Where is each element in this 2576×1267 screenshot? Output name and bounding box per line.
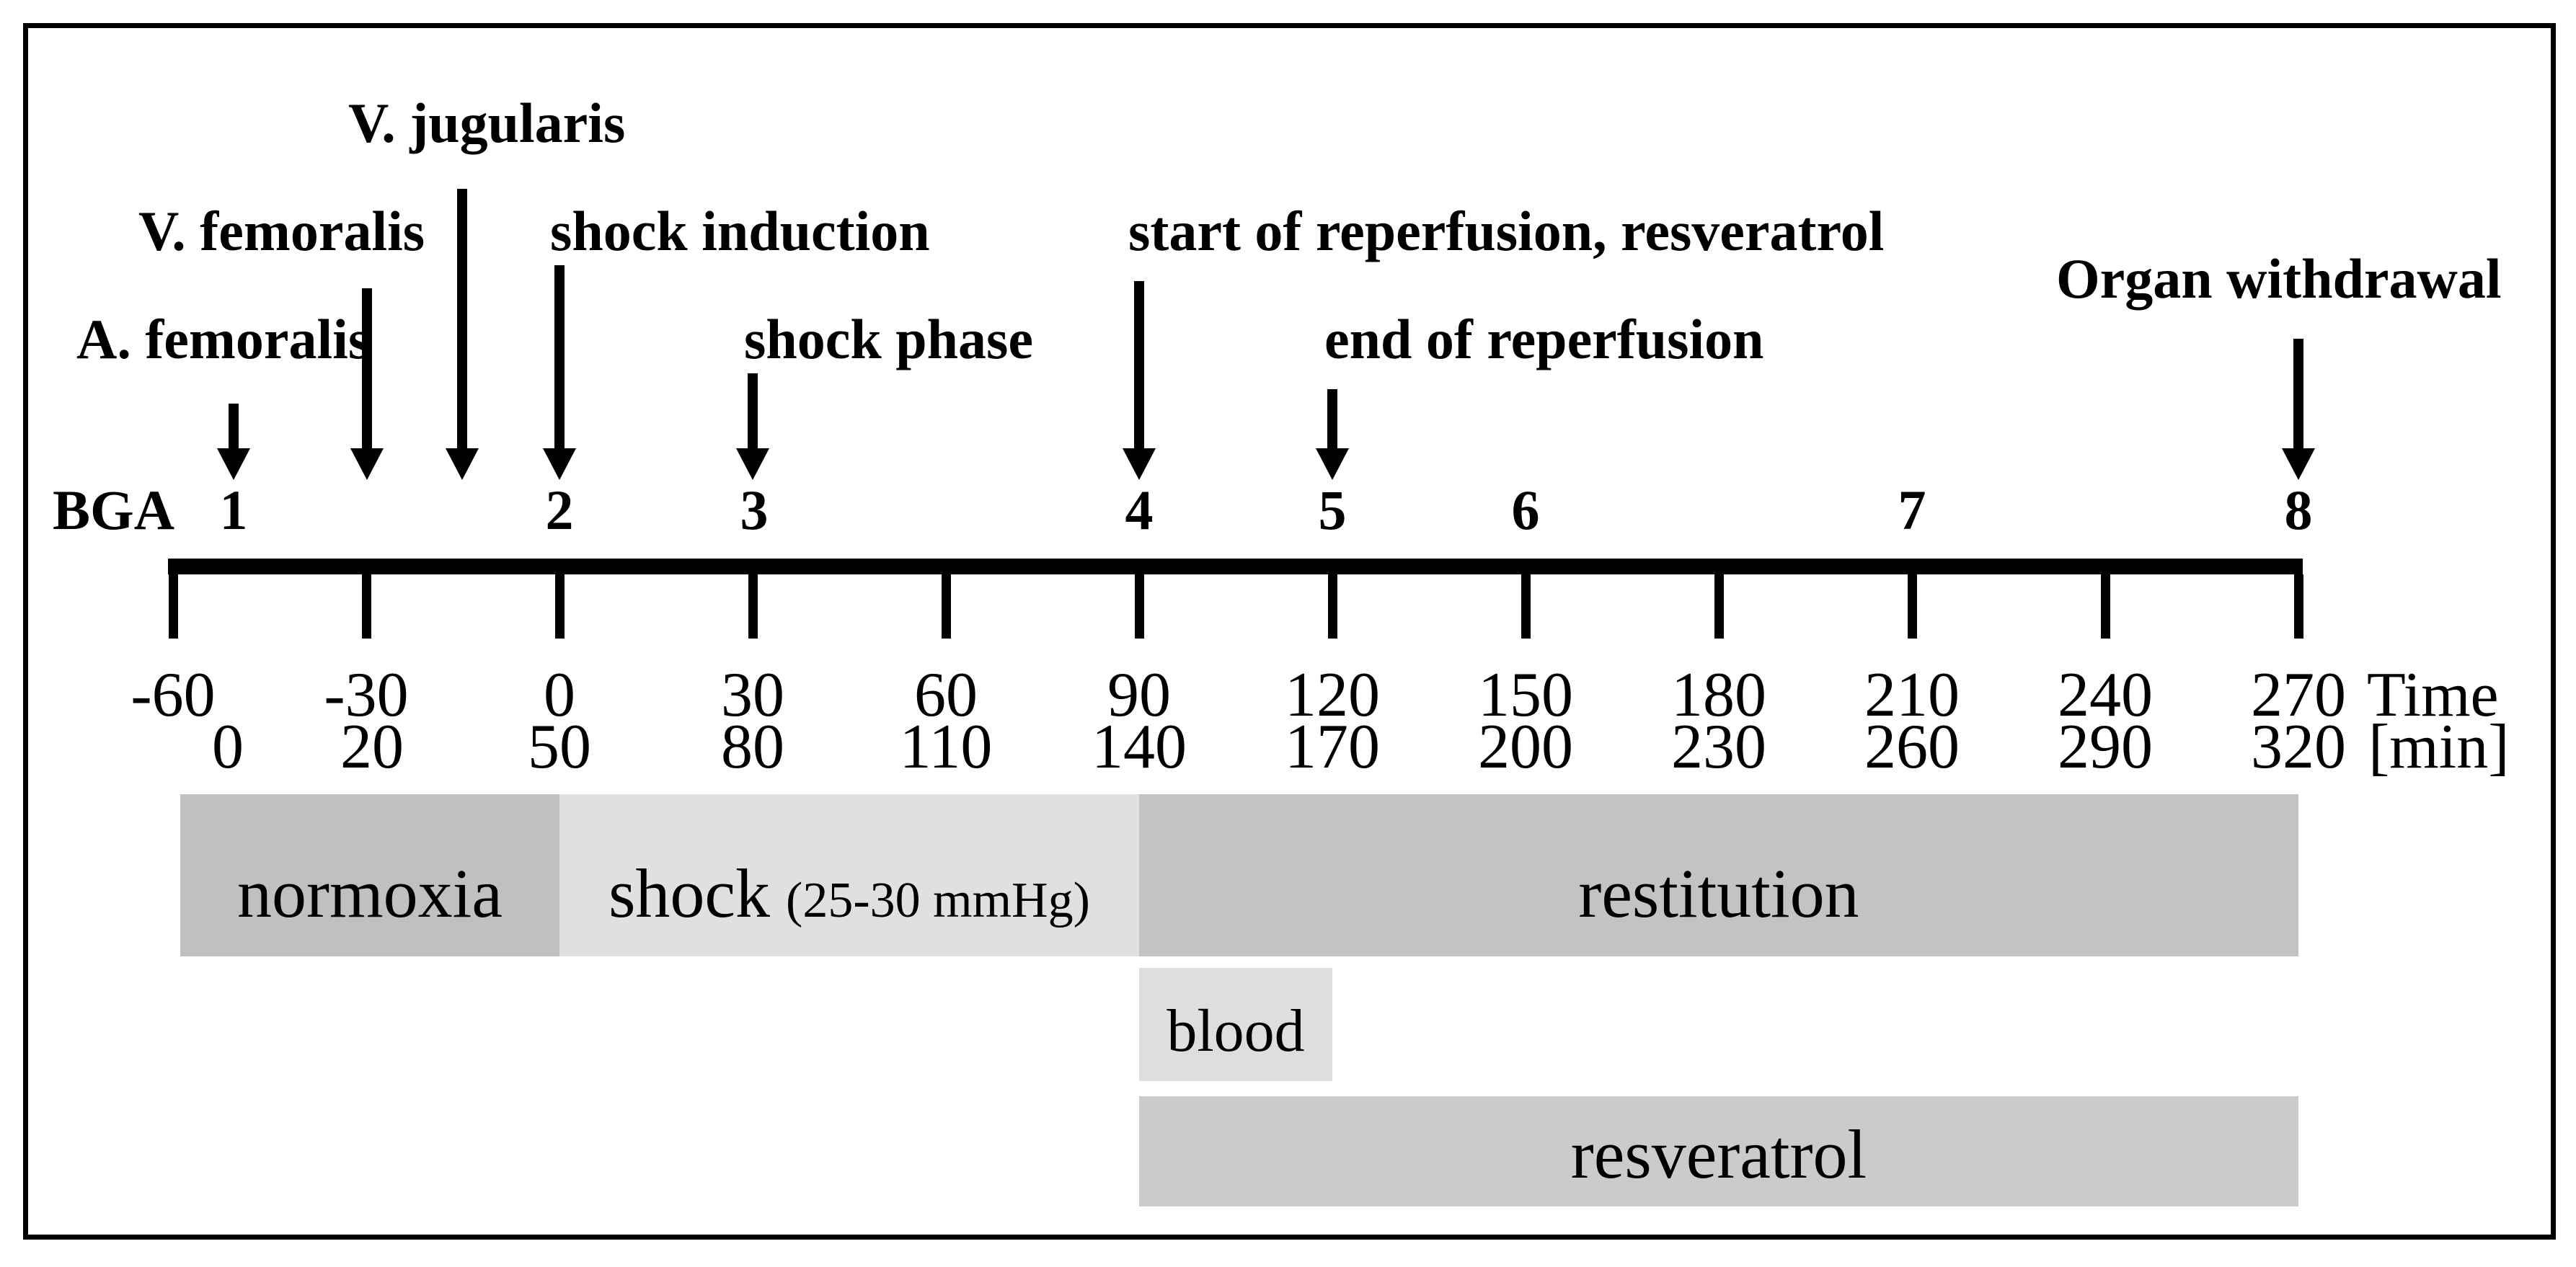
timeline-tick-240: [2100, 574, 2110, 639]
timeline-tick-60: [941, 574, 951, 639]
tick-label-time-270: 270: [2251, 660, 2346, 730]
resveratrol-bar: resveratrol: [1139, 1096, 2298, 1206]
bga-axis-label: BGA: [53, 479, 175, 541]
tick-label-time-210: 210: [1864, 660, 1960, 730]
shock-bar-sublabel: (25-30 mmHg): [786, 872, 1090, 928]
blood-bar-label-group: blood: [1167, 1000, 1304, 1062]
event-arrow-head-shock-phase: [736, 448, 769, 480]
bga-sample-number-3: 3: [740, 479, 769, 541]
tick-label-min-110: 110: [899, 712, 993, 782]
bga-sample-number-4: 4: [1125, 479, 1154, 541]
normoxia-bar-label-group: normoxia: [237, 854, 503, 932]
restitution-bar-label: restitution: [1578, 854, 1859, 932]
event-arrow-shaft-start-of-reperfusion-resveratrol: [1134, 281, 1144, 450]
event-arrow-shaft-shock-induction: [554, 265, 565, 450]
tick-label-min-20: 20: [340, 712, 404, 782]
tick-label-time-150: 150: [1478, 660, 1573, 730]
timeline-tick-30: [748, 574, 758, 639]
bga-sample-number-8: 8: [2284, 479, 2313, 541]
bga-sample-number-7: 7: [1898, 479, 1926, 541]
tick-label-time-120: 120: [1285, 660, 1380, 730]
event-arrow-shaft-organ-withdrawal: [2293, 339, 2303, 450]
timeline-bar: [168, 559, 2303, 574]
bga-sample-number-2: 2: [545, 479, 574, 541]
tick-label-time--60: -60: [130, 660, 216, 730]
event-arrow-shaft-v-jugularis: [457, 189, 467, 450]
tick-label-min-320: 320: [2251, 712, 2346, 782]
event-label-v-femoralis: V. femoralis: [138, 200, 425, 262]
event-label-shock-induction: shock induction: [550, 200, 930, 262]
tick-label-time-240: 240: [2058, 660, 2153, 730]
timeline-tick-180: [1714, 574, 1724, 639]
timeline-tick-90: [1134, 574, 1144, 639]
event-label-v-jugularis: V. jugularis: [348, 92, 626, 154]
resveratrol-bar-label-group: resveratrol: [1571, 1119, 1867, 1189]
event-label-start-of-reperfusion-resveratrol: start of reperfusion, resveratrol: [1128, 200, 1885, 262]
timeline-tick-270: [2293, 574, 2303, 639]
tick-label-time--30: -30: [324, 660, 409, 730]
event-arrow-head-a-femoralis: [217, 448, 250, 480]
blood-bar-label: blood: [1167, 997, 1305, 1064]
time-unit-label: Time: [2367, 660, 2499, 730]
tick-label-time-0: 0: [544, 660, 575, 730]
tick-label-time-90: 90: [1107, 660, 1171, 730]
tick-label-min-170: 170: [1285, 712, 1380, 782]
timeline-tick-120: [1327, 574, 1337, 639]
shock-bar-label-group: shock (25-30 mmHg): [608, 854, 1090, 932]
event-arrow-shaft-a-femoralis: [229, 404, 239, 450]
event-label-a-femoralis: A. femoralis: [76, 308, 371, 370]
tick-label-min-260: 260: [1864, 712, 1960, 782]
shock-bar: shock (25-30 mmHg): [559, 794, 1139, 956]
tick-label-time-180: 180: [1671, 660, 1766, 730]
event-arrow-shaft-end-of-reperfusion: [1327, 389, 1337, 450]
event-arrow-shaft-shock-phase: [748, 373, 758, 450]
tick-label-min-80: 80: [721, 712, 784, 782]
min-unit-label: [min]: [2368, 712, 2510, 782]
shock-bar-label: shock: [608, 854, 771, 932]
blood-bar: blood: [1139, 968, 1332, 1081]
restitution-bar-label-group: restitution: [1578, 854, 1859, 932]
event-arrow-shaft-v-femoralis: [362, 288, 372, 450]
bga-sample-number-5: 5: [1318, 479, 1347, 541]
event-arrow-head-organ-withdrawal: [2282, 448, 2315, 480]
event-arrow-head-end-of-reperfusion: [1316, 448, 1349, 480]
tick-label-time-30: 30: [721, 660, 784, 730]
bga-sample-number-1: 1: [219, 479, 248, 541]
event-arrow-head-shock-induction: [543, 448, 576, 480]
tick-label-min-200: 200: [1478, 712, 1573, 782]
event-label-organ-withdrawal: Organ withdrawal: [2056, 247, 2502, 310]
timeline-tick-150: [1521, 574, 1531, 639]
normoxia-bar-label: normoxia: [237, 854, 503, 932]
timeline-tick-0: [554, 574, 565, 639]
event-label-end-of-reperfusion: end of reperfusion: [1324, 308, 1764, 370]
figure-border: [23, 23, 2556, 1240]
tick-label-min-140: 140: [1092, 712, 1187, 782]
tick-label-min-230: 230: [1671, 712, 1766, 782]
event-arrow-head-start-of-reperfusion-resveratrol: [1123, 448, 1156, 480]
event-arrow-head-v-jugularis: [446, 448, 479, 480]
tick-label-time-60: 60: [914, 660, 978, 730]
tick-label-min-290: 290: [2058, 712, 2153, 782]
resveratrol-bar-label: resveratrol: [1570, 1115, 1867, 1193]
restitution-bar: restitution: [1139, 794, 2298, 956]
timeline-tick--60: [168, 574, 178, 639]
bga-sample-number-6: 6: [1511, 479, 1540, 541]
timeline-tick--30: [361, 574, 371, 639]
timeline-tick-210: [1907, 574, 1917, 639]
tick-label-min-0: 0: [212, 712, 244, 782]
normoxia-bar: normoxia: [180, 794, 559, 956]
event-arrow-head-v-femoralis: [350, 448, 384, 480]
tick-label-min-50: 50: [528, 712, 591, 782]
event-label-shock-phase: shock phase: [744, 308, 1033, 370]
